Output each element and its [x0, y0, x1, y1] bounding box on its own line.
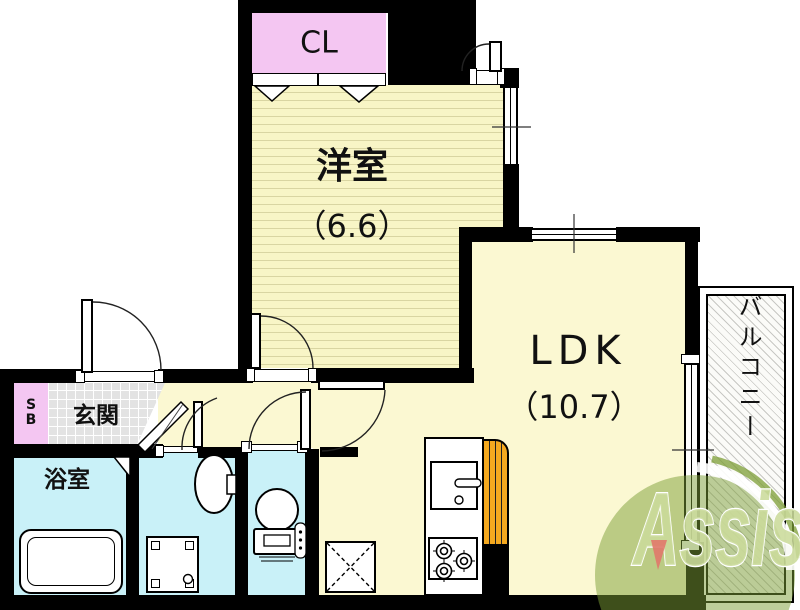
- top-door-arc: [461, 43, 490, 72]
- logo-circle: [595, 475, 795, 610]
- toilet: [253, 488, 307, 562]
- assist-logo: Assist: [595, 455, 800, 610]
- toilet-door-arc: [248, 391, 307, 450]
- jamb: [241, 441, 252, 453]
- wall-hall-stub: [198, 447, 245, 458]
- western-room-size: （6.6）: [294, 207, 410, 245]
- jamb: [155, 445, 164, 457]
- washroom-door-arc: [181, 397, 218, 451]
- closet-area: [252, 13, 386, 73]
- front-door-leaf: [81, 299, 93, 373]
- pan-corner: [151, 579, 160, 588]
- western-room-label: 洋室: [315, 146, 389, 187]
- sink-faucet: [454, 478, 482, 505]
- shoe-box-label: SB: [25, 397, 37, 428]
- wall-entrance-bottom: [13, 444, 163, 458]
- wall-ldk-top-right: [616, 227, 700, 242]
- pan-corner: [185, 541, 194, 550]
- wall-ldk-right-upper: [685, 240, 698, 368]
- window-western-right: [503, 86, 518, 166]
- wall-closet-top: [238, 0, 402, 13]
- washer-drain: [182, 573, 194, 585]
- shoe-box-area: [14, 383, 48, 445]
- top-door-leaf: [489, 41, 502, 72]
- closet-door-markers: [253, 85, 381, 103]
- ldk-size: （10.7）: [506, 388, 642, 426]
- wall-outer-left: [0, 369, 14, 610]
- kitchen-end-block: [482, 545, 509, 595]
- toilet-door-leaf: [300, 389, 311, 450]
- western-door-arc: [260, 315, 314, 369]
- bath-folding-door: [112, 456, 131, 480]
- jamb: [308, 368, 317, 382]
- wall-right-upper: [503, 164, 519, 242]
- refrigerator-cross: [326, 542, 375, 592]
- ldk-door-leaf: [318, 380, 385, 390]
- jamb: [469, 68, 477, 85]
- pan-corner: [151, 541, 160, 550]
- hallway-floor: [158, 382, 318, 448]
- wall-ldk-top-left: [459, 227, 533, 242]
- wall-entrance-top-right: [158, 369, 253, 383]
- western-door-leaf: [250, 313, 261, 369]
- logo-text: Assist: [632, 472, 800, 587]
- washroom-door-leaf: [193, 401, 203, 448]
- closet-label: CL: [300, 25, 338, 61]
- front-door-arc: [92, 301, 162, 371]
- dimension-ticks: [492, 126, 714, 451]
- wall-left-west: [238, 0, 252, 383]
- wall-ldk-left: [459, 240, 472, 383]
- jamb: [75, 370, 85, 383]
- logo-swoosh-rim: [711, 455, 800, 559]
- wall-toilet-right: [305, 449, 319, 595]
- balcony-label: バルコニー: [734, 294, 762, 444]
- kitchen-counter-edge: [482, 439, 509, 546]
- wall-ldk-door-stub: [320, 447, 358, 457]
- wall-bath-washroom: [126, 457, 139, 597]
- bathtub: [19, 529, 123, 594]
- wall-entrance-top-left: [13, 369, 84, 383]
- stove-burners: [433, 540, 475, 582]
- bathroom-label: 浴室: [44, 467, 90, 493]
- entrance-step-door: [136, 400, 190, 454]
- logo-swoosh: [696, 462, 796, 571]
- jamb: [154, 370, 164, 383]
- entrance-label: 玄関: [73, 403, 119, 429]
- wash-basin: [194, 454, 237, 514]
- jamb: [681, 354, 700, 364]
- logo-a-triangle: [651, 540, 667, 570]
- wall-washroom-toilet: [235, 449, 248, 595]
- door-swing-arcs: [92, 43, 490, 452]
- wall-western-bottom: [311, 368, 474, 383]
- ldk-door-arc: [321, 389, 386, 452]
- wall-outer-bottom: [0, 595, 706, 610]
- ldk-label: LDK: [529, 328, 627, 374]
